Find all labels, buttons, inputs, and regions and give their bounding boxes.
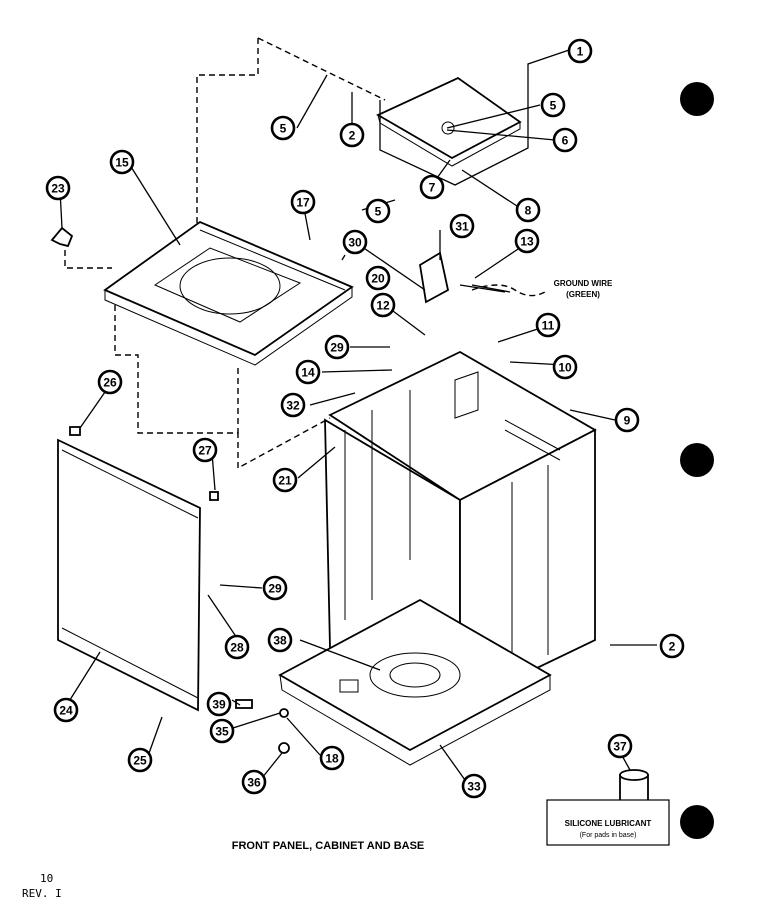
- lubricant-label-line1: SILICONE LUBRICANT: [565, 819, 652, 828]
- callout-number: 7: [429, 181, 436, 195]
- callout-36: 36: [241, 769, 267, 795]
- callout-1: 1: [567, 38, 593, 64]
- ground-wire-label-line1: GROUND WIRE: [554, 279, 613, 288]
- callout-number: 5: [375, 205, 382, 219]
- callout-30: 30: [342, 229, 368, 255]
- callout-9: 9: [614, 407, 640, 433]
- ground-wire-label-line2: (GREEN): [566, 290, 600, 299]
- callout-number: 18: [325, 752, 339, 766]
- callout-10: 10: [552, 354, 578, 380]
- callout-number: 14: [301, 366, 315, 380]
- page-number: 10: [40, 872, 53, 885]
- callout-12: 12: [370, 292, 396, 318]
- callout-number: 21: [278, 474, 292, 488]
- ground-wire: GROUND WIRE (GREEN): [471, 279, 613, 299]
- callout-number: 8: [525, 204, 532, 218]
- callout-17: 17: [290, 189, 316, 215]
- callout-5: 5: [540, 92, 566, 118]
- callout-number: 30: [348, 236, 362, 250]
- callout-number: 32: [286, 399, 300, 413]
- callout-29: 29: [262, 575, 288, 601]
- callout-number: 9: [624, 414, 631, 428]
- callout-number: 2: [669, 640, 676, 654]
- callout-number: 38: [273, 634, 287, 648]
- revision-label: REV. I: [22, 887, 62, 900]
- callout-39: 39: [206, 691, 232, 717]
- callout-25: 25: [127, 747, 153, 773]
- hardware-parts: [50, 226, 649, 805]
- callout-number: 26: [103, 376, 117, 390]
- callout-number: 11: [542, 319, 555, 333]
- callout-number: 2: [349, 129, 356, 143]
- callout-23: 23: [45, 175, 71, 201]
- callout-26: 26: [97, 369, 123, 395]
- lubricant-label-line2: (For pads in base): [580, 832, 637, 839]
- callout-8: 8: [515, 197, 541, 223]
- callout-number: 29: [330, 341, 344, 355]
- callout-37: 37: [607, 733, 633, 759]
- callout-6: 6: [552, 127, 578, 153]
- binder-hole-middle: [680, 443, 714, 477]
- silicone-lubricant-box: SILICONE LUBRICANT (For pads in base): [546, 799, 670, 846]
- callout-15: 15: [109, 149, 135, 175]
- callout-number: 23: [51, 182, 65, 196]
- front-panel: [57, 438, 201, 712]
- callout-number: 12: [376, 299, 390, 313]
- callout-number: 35: [215, 725, 229, 739]
- callout-21: 21: [272, 467, 298, 493]
- callout-33: 33: [461, 773, 487, 799]
- callout-number: 20: [371, 272, 385, 286]
- callout-number: 10: [558, 361, 572, 375]
- callout-number: 25: [133, 754, 147, 768]
- callout-27: 27: [192, 437, 218, 463]
- callout-number: 31: [455, 220, 469, 234]
- callout-number: 13: [520, 235, 534, 249]
- top-cover: [376, 47, 576, 186]
- callout-29: 29: [324, 334, 350, 360]
- diagram-caption: FRONT PANEL, CABINET AND BASE: [232, 840, 425, 852]
- callout-number: 27: [198, 444, 212, 458]
- callout-number: 6: [562, 134, 569, 148]
- callout-number: 24: [59, 704, 73, 718]
- callout-number: 36: [247, 776, 261, 790]
- callout-number: 28: [230, 641, 244, 655]
- callout-20: 20: [365, 265, 391, 291]
- callout-13: 13: [514, 228, 540, 254]
- callout-number: 5: [280, 122, 287, 136]
- callout-number: 17: [296, 196, 310, 210]
- callout-number: 39: [212, 698, 226, 712]
- callout-14: 14: [295, 359, 321, 385]
- callout-35: 35: [209, 718, 235, 744]
- callout-2: 2: [659, 633, 685, 659]
- callout-18: 18: [319, 745, 345, 771]
- callout-28: 28: [224, 634, 250, 660]
- binder-hole-bottom: [680, 805, 714, 839]
- callout-32: 32: [280, 392, 306, 418]
- callout-5: 5: [365, 198, 391, 224]
- console-top: [103, 220, 354, 366]
- callout-number: 37: [613, 740, 627, 754]
- callout-7: 7: [419, 174, 445, 200]
- callout-11: 11: [535, 312, 561, 338]
- callout-number: 5: [550, 99, 557, 113]
- binder-hole-top: [680, 82, 714, 116]
- callout-number: 15: [115, 156, 129, 170]
- callout-38: 38: [267, 627, 293, 653]
- callout-number: 33: [467, 780, 481, 794]
- callout-5: 5: [270, 115, 296, 141]
- callout-number: 1: [577, 45, 584, 59]
- callout-2: 2: [339, 122, 365, 148]
- callout-24: 24: [53, 697, 79, 723]
- base: [278, 598, 552, 766]
- callout-number: 29: [268, 582, 282, 596]
- callout-31: 31: [449, 213, 475, 239]
